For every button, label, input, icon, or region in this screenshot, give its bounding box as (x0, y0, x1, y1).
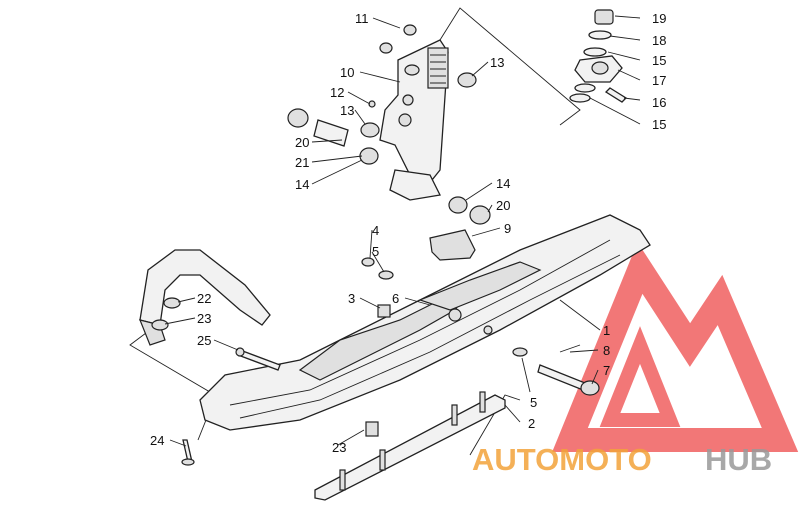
callout-15-upper: 15 (652, 53, 666, 68)
washer-5-upper (378, 270, 394, 280)
callout-1: 1 (603, 323, 610, 338)
bushing-14-left (359, 147, 379, 165)
ski-loop-part (139, 249, 271, 346)
nut-3 (377, 304, 391, 318)
callout-14-left: 14 (295, 177, 309, 192)
callout-22: 22 (197, 291, 211, 306)
callout-18: 18 (652, 33, 666, 48)
callout-25: 25 (197, 333, 211, 348)
bushing-14-right (448, 196, 468, 214)
bolt-7-head (580, 380, 600, 396)
callout-7: 7 (603, 363, 610, 378)
callout-2: 2 (528, 416, 535, 431)
ski-body-part (199, 214, 651, 431)
callout-11: 11 (355, 11, 369, 26)
callout-13-right: 13 (490, 55, 504, 70)
ski-pad-9 (429, 229, 476, 261)
washer-5-lower (512, 347, 528, 357)
callout-6: 6 (392, 291, 399, 306)
pin-8 (559, 344, 581, 353)
callout-5-upper: 5 (372, 244, 379, 259)
callout-13-left: 13 (340, 103, 354, 118)
callout-leaders (164, 15, 641, 447)
washer-11-a (403, 24, 417, 36)
automotohub-watermark-text: AUTOMOTO HUB (472, 442, 772, 477)
watermark-hub: HUB (705, 442, 772, 477)
bushing-20-left (287, 108, 309, 128)
callout-labels: 11 10 12 13 13 20 21 14 14 20 9 4 5 3 6 … (150, 11, 666, 455)
callout-21: 21 (295, 155, 309, 170)
watermark-automoto: AUTOMOTO (472, 442, 652, 477)
callout-14-right: 14 (496, 176, 510, 191)
callout-16: 16 (652, 95, 666, 110)
washer-11-b (379, 42, 393, 54)
bushing-20-right (469, 205, 491, 225)
pin-12 (368, 100, 376, 108)
bushing-13-left (360, 122, 380, 138)
spindle-part (379, 39, 449, 201)
callout-9: 9 (504, 221, 511, 236)
callout-23-lower: 23 (332, 440, 346, 455)
callout-15-lower: 15 (652, 117, 666, 132)
callout-4: 4 (372, 223, 379, 238)
bushing-13-right (457, 72, 477, 88)
automotohub-logo-mark (552, 242, 799, 452)
callout-24: 24 (150, 433, 164, 448)
callout-8: 8 (603, 343, 610, 358)
callout-20-left: 20 (295, 135, 309, 150)
callout-12: 12 (330, 85, 344, 100)
callout-3: 3 (348, 291, 355, 306)
callout-5-lower: 5 (530, 395, 537, 410)
nut-4 (361, 257, 375, 267)
steering-arm-assembly (569, 9, 628, 103)
skag-bar-part (314, 391, 506, 501)
callout-20-right: 20 (496, 198, 510, 213)
callout-23-upper: 23 (197, 311, 211, 326)
callout-19: 19 (652, 11, 666, 26)
sleeve-21 (313, 119, 349, 147)
bolt-24-head (181, 458, 195, 466)
callout-17: 17 (652, 73, 666, 88)
nut-23-lower (365, 421, 379, 437)
callout-10: 10 (340, 65, 354, 80)
